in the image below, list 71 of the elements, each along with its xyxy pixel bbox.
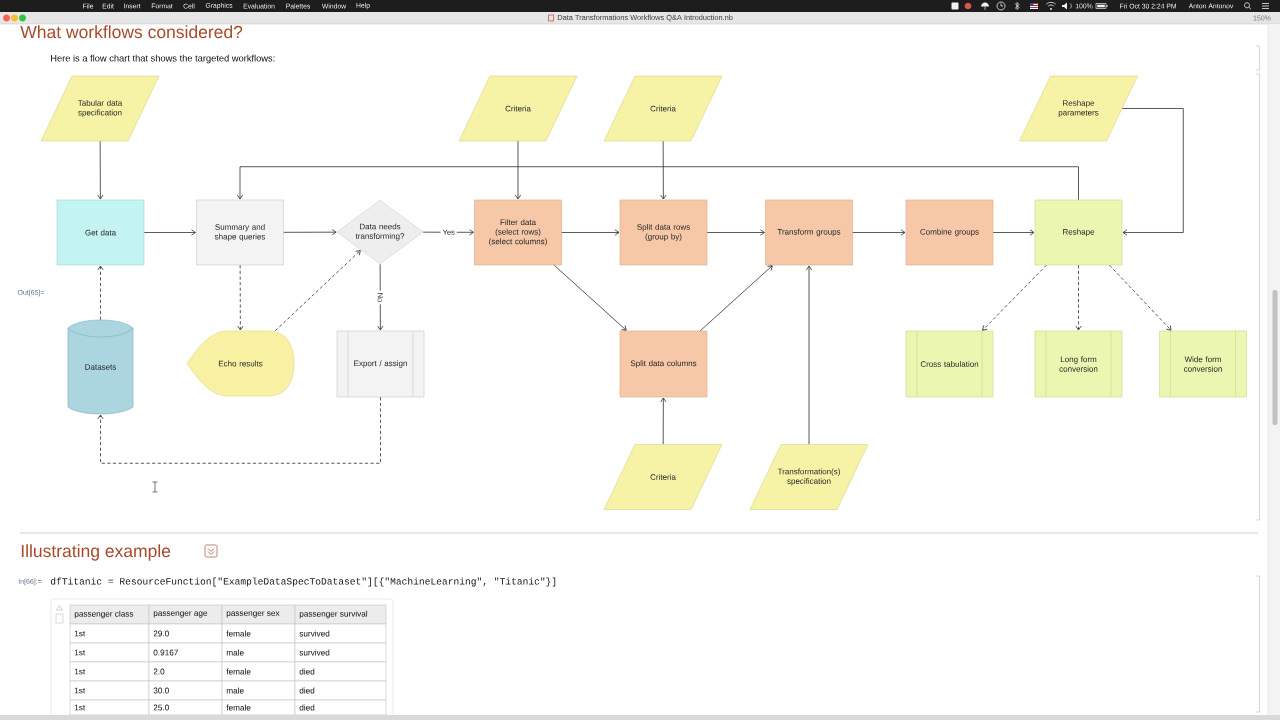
arrow bbox=[274, 250, 361, 332]
table-cell: survived bbox=[294, 642, 387, 663]
body-text: Here is a flow chart that shows the targeted workflows: bbox=[51, 54, 275, 64]
arrow bbox=[660, 140, 667, 200]
table-cell: 1st bbox=[69, 680, 150, 701]
arrow bbox=[97, 265, 104, 321]
arrow bbox=[992, 229, 1035, 236]
input-parallelogram: Criteria bbox=[603, 444, 723, 510]
arrow bbox=[422, 229, 474, 236]
table-header-cell: passenger age bbox=[148, 604, 223, 625]
table-cell: 29.0 bbox=[148, 623, 223, 644]
arrow bbox=[283, 229, 337, 236]
input-parallelogram: Criteria bbox=[603, 75, 723, 142]
arrow bbox=[706, 229, 765, 236]
arrow bbox=[377, 263, 384, 331]
input-parallelogram: Tabular data specification bbox=[40, 75, 160, 142]
database-cylinder: Datasets bbox=[67, 319, 134, 415]
table-cell: survived bbox=[294, 623, 387, 644]
predefined-process-box: Cross tabulation bbox=[905, 330, 994, 398]
table-cell: 30.0 bbox=[148, 680, 223, 701]
arrow bbox=[553, 264, 627, 331]
process-box: Split data rows (group by) bbox=[619, 199, 708, 266]
table-cell: 1st bbox=[69, 699, 150, 716]
table-cell: died bbox=[294, 661, 387, 682]
arrow bbox=[514, 140, 522, 200]
table-header-cell: passenger class bbox=[69, 604, 150, 625]
process-box: Combine groups bbox=[905, 199, 994, 266]
arrow bbox=[982, 264, 1047, 331]
arrow bbox=[1121, 108, 1184, 236]
arrow bbox=[561, 229, 620, 236]
table-cell: 0.9167 bbox=[148, 642, 223, 663]
table-cell: 2.0 bbox=[148, 661, 223, 682]
process-box: Split data columns bbox=[619, 330, 708, 398]
arrow bbox=[1109, 264, 1172, 331]
input-parallelogram: Transformation(s) specification bbox=[749, 444, 869, 510]
section-heading: What workflows considered? bbox=[20, 25, 243, 39]
table-cell: 1st bbox=[69, 661, 150, 682]
arrow bbox=[236, 166, 1079, 201]
table-cell: female bbox=[221, 623, 296, 644]
table-cell: female bbox=[221, 661, 296, 682]
arrow bbox=[660, 397, 667, 445]
arrow bbox=[699, 265, 773, 332]
arrow bbox=[237, 264, 244, 331]
table-cell: 1st bbox=[69, 642, 150, 663]
table-cell: died bbox=[294, 699, 387, 716]
table-cell: 25.0 bbox=[148, 699, 223, 716]
predefined-process-box: Wide form conversion bbox=[1159, 330, 1247, 398]
table-cell: male bbox=[221, 680, 296, 701]
process-box: Summary and shape queries bbox=[196, 199, 284, 266]
process-box: Get data bbox=[56, 199, 145, 266]
table-header-cell: passenger survival bbox=[294, 604, 387, 625]
process-box: Transform groups bbox=[765, 199, 853, 266]
arrow bbox=[852, 229, 906, 236]
arrow bbox=[1075, 264, 1082, 331]
process-box: Filter data (select rows) (select columns) bbox=[474, 199, 562, 266]
input-parallelogram: Reshape parameters bbox=[1019, 75, 1138, 142]
arrow bbox=[97, 396, 381, 464]
process-box: Reshape bbox=[1034, 199, 1123, 266]
table-cell: male bbox=[221, 642, 296, 663]
predefined-process-box: Export / assign bbox=[336, 330, 425, 398]
section-heading: Illustrating example bbox=[21, 544, 171, 561]
table-cell: 1st bbox=[69, 623, 150, 644]
arrow bbox=[143, 229, 196, 236]
table-header-cell: passenger sex bbox=[221, 604, 296, 625]
table-cell: female bbox=[221, 699, 296, 716]
input-parallelogram: Criteria bbox=[458, 75, 578, 142]
table-cell: died bbox=[294, 680, 387, 701]
arrow bbox=[97, 140, 104, 200]
predefined-process-box: Long form conversion bbox=[1034, 330, 1123, 398]
code-line: dfTitanic = ResourceFunction["ExampleDataSpecToDataset"][{"MachineLearning", "Titanic"}] bbox=[50, 577, 556, 587]
arrow bbox=[805, 265, 813, 445]
